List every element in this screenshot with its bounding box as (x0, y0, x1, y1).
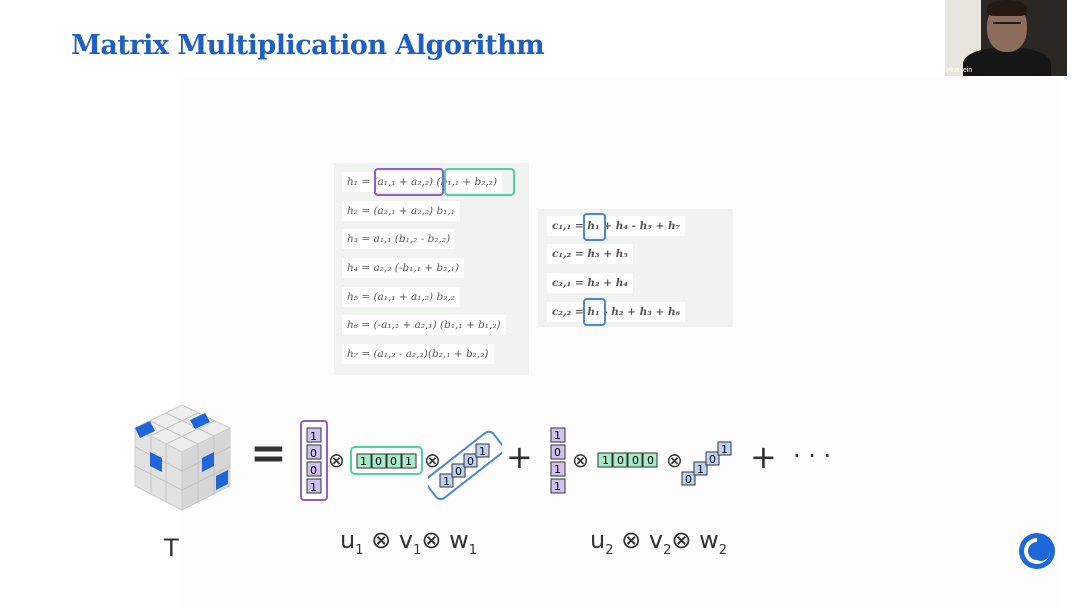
v1-symbol: v (398, 526, 414, 554)
c-equation-1: c₁,₁ = h₁ + h₄ - h₅ + h₇ (547, 216, 686, 236)
u2-bit-4: 1 (554, 480, 561, 493)
v1-bit-4: 1 (405, 455, 412, 468)
h-equation-5: h₅ = (a₁,₁ + a₁,₂) b₂,₂ (342, 287, 460, 307)
participant-glasses (993, 22, 1021, 31)
v1-vector (350, 446, 423, 475)
u2-vector (550, 427, 566, 494)
w2-bit-4: 1 (721, 443, 728, 456)
v1-bit-1: 1 (360, 455, 367, 468)
w1-vector (428, 430, 502, 500)
h-equation-2: h₂ = (a₂,₁ + a₂,₂) b₁,₁ (342, 201, 460, 221)
h1-highlight-c22 (583, 298, 606, 326)
u1-vector (300, 420, 328, 501)
h-equation-7: h₇ = (a₁,₂ - a₂,₂)(b₂,₁ + b₂,₂) (342, 344, 494, 364)
participant-video[interactable]: Hussein (945, 0, 1067, 76)
c-equation-3: c₂,₁ = h₂ + h₄ (547, 273, 633, 293)
b-term-highlight (444, 168, 515, 196)
otimes-4: ⊗ (666, 448, 683, 472)
v2-bit-1: 1 (602, 454, 609, 467)
u1-subscript: 1 (355, 543, 364, 558)
slide-background (180, 78, 1060, 608)
h-equation-3: h₃ = a₁,₁ (b₁,₂ - b₂,₂) (342, 229, 456, 249)
w1-bit-4: 1 (479, 445, 486, 458)
w2-subscript: 2 (718, 543, 728, 558)
v2-bit-3: 0 (632, 454, 639, 467)
w1-bit-1: 1 (443, 475, 450, 488)
w2-vector (681, 441, 732, 486)
term1-label: u1 ⊗ v1⊗ w1 (340, 526, 477, 558)
w1-subscript: 1 (468, 543, 478, 558)
u2-bit-3: 1 (554, 463, 561, 476)
v2-vector (597, 452, 658, 468)
v2-bit-4: 0 (647, 454, 654, 467)
v1-bit-3: 0 (390, 455, 397, 468)
c-equation-4: c₂,₂ = h₁ - h₂ + h₃ + h₆ (547, 302, 686, 322)
h-equation-6: h₆ = (-a₁,₁ + a₂,₁) (b₁,₁ + b₁,₂) (342, 315, 506, 335)
w2-bit-1: 0 (685, 473, 692, 486)
otimes-label-1: ⊗ (371, 526, 392, 554)
u1-bit-1: 1 (310, 430, 317, 443)
participant-hair (987, 0, 1027, 16)
otimes-1: ⊗ (328, 448, 345, 472)
u2-bit-2: 0 (554, 446, 561, 459)
otimes-3: ⊗ (572, 448, 589, 472)
h1-highlight-c11 (583, 213, 606, 241)
u1-bit-2: 0 (310, 447, 317, 460)
v2-symbol: v (648, 526, 664, 554)
u2-subscript: 2 (605, 543, 614, 558)
u2-bit-1: 1 (554, 429, 561, 442)
u1-symbol: u (340, 526, 356, 554)
w1-bit-2: 0 (455, 465, 462, 478)
tensor-cube-icon (133, 404, 232, 511)
c-equation-2: c₁,₂ = h₃ + h₅ (547, 244, 633, 264)
v2-bit-2: 0 (617, 454, 624, 467)
otimes-label-2: ⊗ (421, 526, 442, 554)
equals-sign: = (250, 428, 287, 479)
term2-label: u2 ⊗ v2⊗ w2 (590, 526, 727, 558)
h-equation-1: h₁ = (a₁,₁ + a₂,₂) (b₁,₁ + b₂,₂) (342, 172, 503, 192)
v1-bit-2: 0 (375, 455, 382, 468)
participant-name: Hussein (947, 67, 973, 74)
plus-sign-1: + (506, 438, 533, 476)
tensor-label: T (164, 534, 179, 562)
w2-bit-3: 0 (709, 453, 716, 466)
otimes-2: ⊗ (424, 448, 441, 472)
v1-subscript: 1 (413, 543, 422, 558)
a-term-highlight (374, 168, 444, 196)
v2-subscript: 2 (663, 543, 672, 558)
u1-bit-3: 0 (310, 464, 317, 477)
u1-bit-4: 1 (310, 481, 317, 494)
u2-symbol: u (590, 526, 606, 554)
otimes-label-3: ⊗ (621, 526, 642, 554)
participant-body (963, 48, 1051, 76)
ellipsis: · · · (793, 442, 832, 470)
w1-symbol: w (449, 526, 469, 554)
h-equation-4: h₄ = a₂,₂ (-b₁,₁ + b₂,₁) (342, 258, 464, 278)
plus-sign-2: + (750, 438, 777, 476)
slide-title: Matrix Multiplication Algorithm (71, 30, 545, 61)
w2-symbol: w (699, 526, 719, 554)
w1-bit-3: 0 (467, 455, 474, 468)
w2-bit-2: 1 (697, 463, 704, 476)
deepmind-logo-icon (1019, 533, 1055, 569)
otimes-label-4: ⊗ (671, 526, 692, 554)
